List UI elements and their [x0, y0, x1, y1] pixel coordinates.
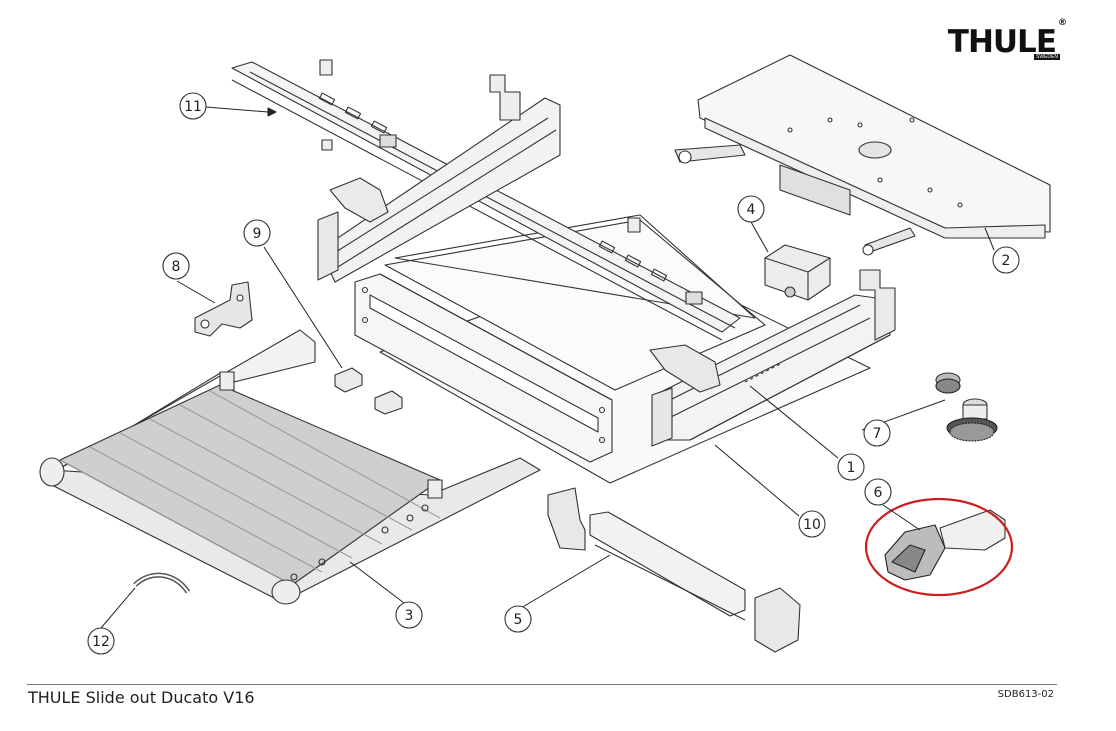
thule-logo-sub: SWEDEN [1034, 54, 1060, 60]
callout-12: 12 [87, 627, 115, 655]
svg-text:1: 1 [847, 460, 856, 476]
part-4-control-box [764, 244, 831, 301]
callout-5: 5 [504, 605, 532, 633]
svg-text:5: 5 [514, 612, 523, 628]
part-1-side-frame [649, 269, 896, 447]
callout-9: 9 [243, 219, 271, 247]
svg-text:3: 3 [405, 608, 414, 624]
svg-text:6: 6 [874, 485, 883, 501]
part-12-clip [133, 572, 191, 594]
callout-11: 11 [179, 92, 207, 120]
svg-text:10: 10 [803, 517, 821, 533]
drawing-code: SDB613-02 [997, 689, 1054, 700]
slide-frame [354, 273, 613, 463]
rear-crossbar [317, 74, 561, 283]
callout-8: 8 [162, 252, 190, 280]
callout-4: 4 [737, 195, 765, 223]
callout-1: 1 [837, 453, 865, 481]
svg-text:4: 4 [747, 202, 756, 218]
part-6-motor [884, 509, 1006, 581]
callout-3: 3 [395, 601, 423, 629]
svg-text:8: 8 [172, 259, 181, 275]
part-5-lower-rail [547, 487, 801, 653]
footer-title: THULE Slide out Ducato V16 [28, 688, 255, 707]
motor-highlight-ellipse [864, 497, 1014, 597]
callout-10: 10 [798, 510, 826, 538]
part-8-bracket [194, 281, 253, 337]
callout-6: 6 [864, 478, 892, 506]
svg-text:9: 9 [253, 226, 262, 242]
callout-7: 7 [863, 419, 891, 447]
part-7-gears [935, 372, 998, 442]
svg-text:11: 11 [184, 99, 202, 115]
svg-text:12: 12 [92, 634, 110, 650]
part-9-clips [334, 367, 403, 415]
footer-divider [27, 684, 1057, 685]
svg-text:7: 7 [873, 426, 882, 442]
part-3-step [39, 329, 541, 605]
leader-lines [100, 106, 995, 629]
callout-2: 2 [992, 246, 1020, 274]
svg-text:2: 2 [1002, 253, 1011, 269]
part-2-top-plate [674, 54, 1051, 256]
